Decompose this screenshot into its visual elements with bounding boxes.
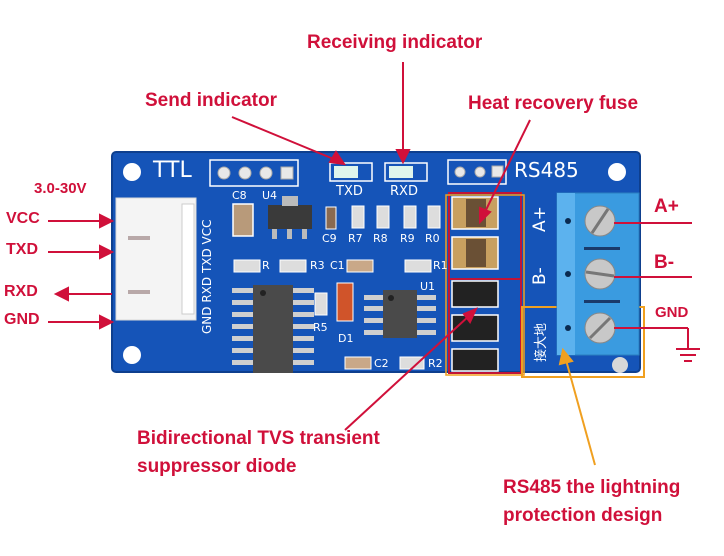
component-c8: C8 <box>232 189 247 202</box>
component-r5: R5 <box>313 321 328 334</box>
component-r7: R7 <box>348 232 363 245</box>
mounting-hole <box>123 346 141 364</box>
tvs-diode-2 <box>451 314 499 342</box>
ttl-label: TTL <box>153 158 192 183</box>
label-lightning-line2: protection design <box>503 505 663 526</box>
rxd-led-label: RXD <box>390 184 418 199</box>
component-r8: R8 <box>373 232 388 245</box>
label-tvs-line2: suppressor diode <box>137 456 297 477</box>
component-r3: R3 <box>310 259 325 272</box>
rs485-label: RS485 <box>514 158 579 182</box>
component-d1: D1 <box>338 332 354 345</box>
diode-d1 <box>336 282 354 322</box>
ttl-header-outline <box>209 159 299 187</box>
component-r1: R1 <box>433 259 448 272</box>
component-r: R <box>262 259 270 272</box>
mounting-hole <box>608 163 626 181</box>
ic-u1 <box>383 290 417 338</box>
connector-pin-labels: GND RXD TXD VCC <box>200 219 214 334</box>
terminal-label-b: B- <box>530 267 550 285</box>
label-voltage: 3.0-30V <box>34 180 87 197</box>
terminal-label-earth: 接大地 <box>534 322 549 362</box>
txd-led <box>334 166 358 178</box>
label-a-plus: A+ <box>654 196 679 217</box>
component-r0: R0 <box>425 232 440 245</box>
label-heat-recovery-fuse: Heat recovery fuse <box>468 93 639 114</box>
mounting-hole <box>612 357 628 373</box>
tvs-diode-1 <box>451 280 499 308</box>
label-send-indicator: Send indicator <box>145 90 277 111</box>
component-c9: C9 <box>322 232 337 245</box>
component-r9: R9 <box>400 232 415 245</box>
txd-led-label: TXD <box>336 184 363 199</box>
mounting-hole <box>123 163 141 181</box>
label-terminal-gnd: GND <box>655 304 689 321</box>
label-b-minus: B- <box>654 252 675 273</box>
tvs-diode-3 <box>451 348 499 372</box>
component-c1: C1 <box>330 259 345 272</box>
label-rxd: RXD <box>4 283 38 300</box>
label-gnd: GND <box>4 311 40 328</box>
component-c2: C2 <box>374 357 389 370</box>
component-r2: R2 <box>428 357 443 370</box>
label-tvs-line1: Bidirectional TVS transient <box>137 428 380 449</box>
ic-u2 <box>253 285 293 373</box>
label-receiving-indicator: Receiving indicator <box>307 32 483 53</box>
component-u4: U4 <box>262 189 278 202</box>
component-u1: U1 <box>420 280 436 293</box>
terminal-label-a: A+ <box>530 206 550 232</box>
label-vcc: VCC <box>6 210 40 227</box>
label-lightning-line1: RS485 the lightning <box>503 477 681 498</box>
label-txd: TXD <box>6 241 38 258</box>
rxd-led <box>389 166 413 178</box>
